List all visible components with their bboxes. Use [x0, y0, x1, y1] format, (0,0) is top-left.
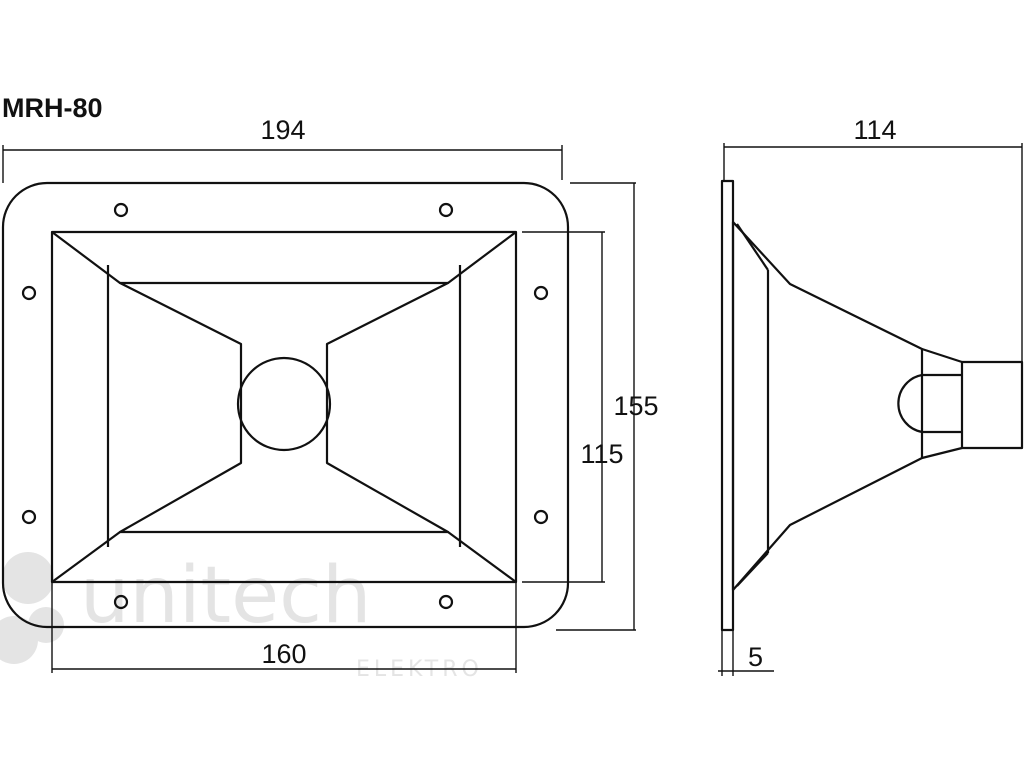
horn-mouth-outline: [50, 230, 518, 584]
dimension-label-depth: 114: [853, 115, 896, 145]
side-view: 114 5: [718, 115, 1024, 676]
side-throat: [897, 347, 1024, 460]
side-flange: [720, 179, 735, 632]
dimension-label-overall-height: 155: [613, 391, 658, 421]
dimension-label-flange-thickness: 5: [748, 642, 763, 672]
side-horn-body: [731, 220, 924, 592]
mounting-hole: [113, 594, 129, 610]
mounting-hole: [533, 509, 549, 525]
horn-inner-outline: [118, 281, 450, 534]
horn-fold-lines: [51, 231, 517, 583]
mounting-hole: [533, 285, 549, 301]
throat-opening: [236, 356, 332, 452]
mounting-hole: [21, 509, 37, 525]
front-view: 194 160 155 115: [1, 115, 659, 673]
dimension-label-horn-mouth-width: 160: [261, 639, 306, 669]
flange-outline: [1, 181, 570, 629]
dimension-overall-width: 194: [2, 115, 563, 183]
mounting-holes: [21, 202, 549, 610]
mounting-hole: [438, 594, 454, 610]
mounting-hole: [113, 202, 129, 218]
dimension-horn-mouth-width: 160: [51, 582, 517, 673]
dimension-label-horn-mouth-height: 115: [580, 439, 623, 469]
model-title: MRH-80: [2, 93, 103, 123]
dimension-flange-thickness: 5: [718, 630, 774, 676]
dimension-label-overall-width: 194: [260, 115, 305, 145]
watermark: unitech ELEKTRO: [0, 551, 479, 682]
side-throat-flange: [960, 360, 1024, 450]
side-horn-lines: [736, 223, 770, 587]
mounting-hole: [21, 285, 37, 301]
watermark-logo-icon: [0, 552, 64, 664]
dimension-overall-height: 155: [556, 182, 659, 631]
dimension-depth: 114: [723, 115, 1023, 362]
dimension-horn-mouth-height: 115: [522, 231, 624, 583]
mounting-hole: [438, 202, 454, 218]
